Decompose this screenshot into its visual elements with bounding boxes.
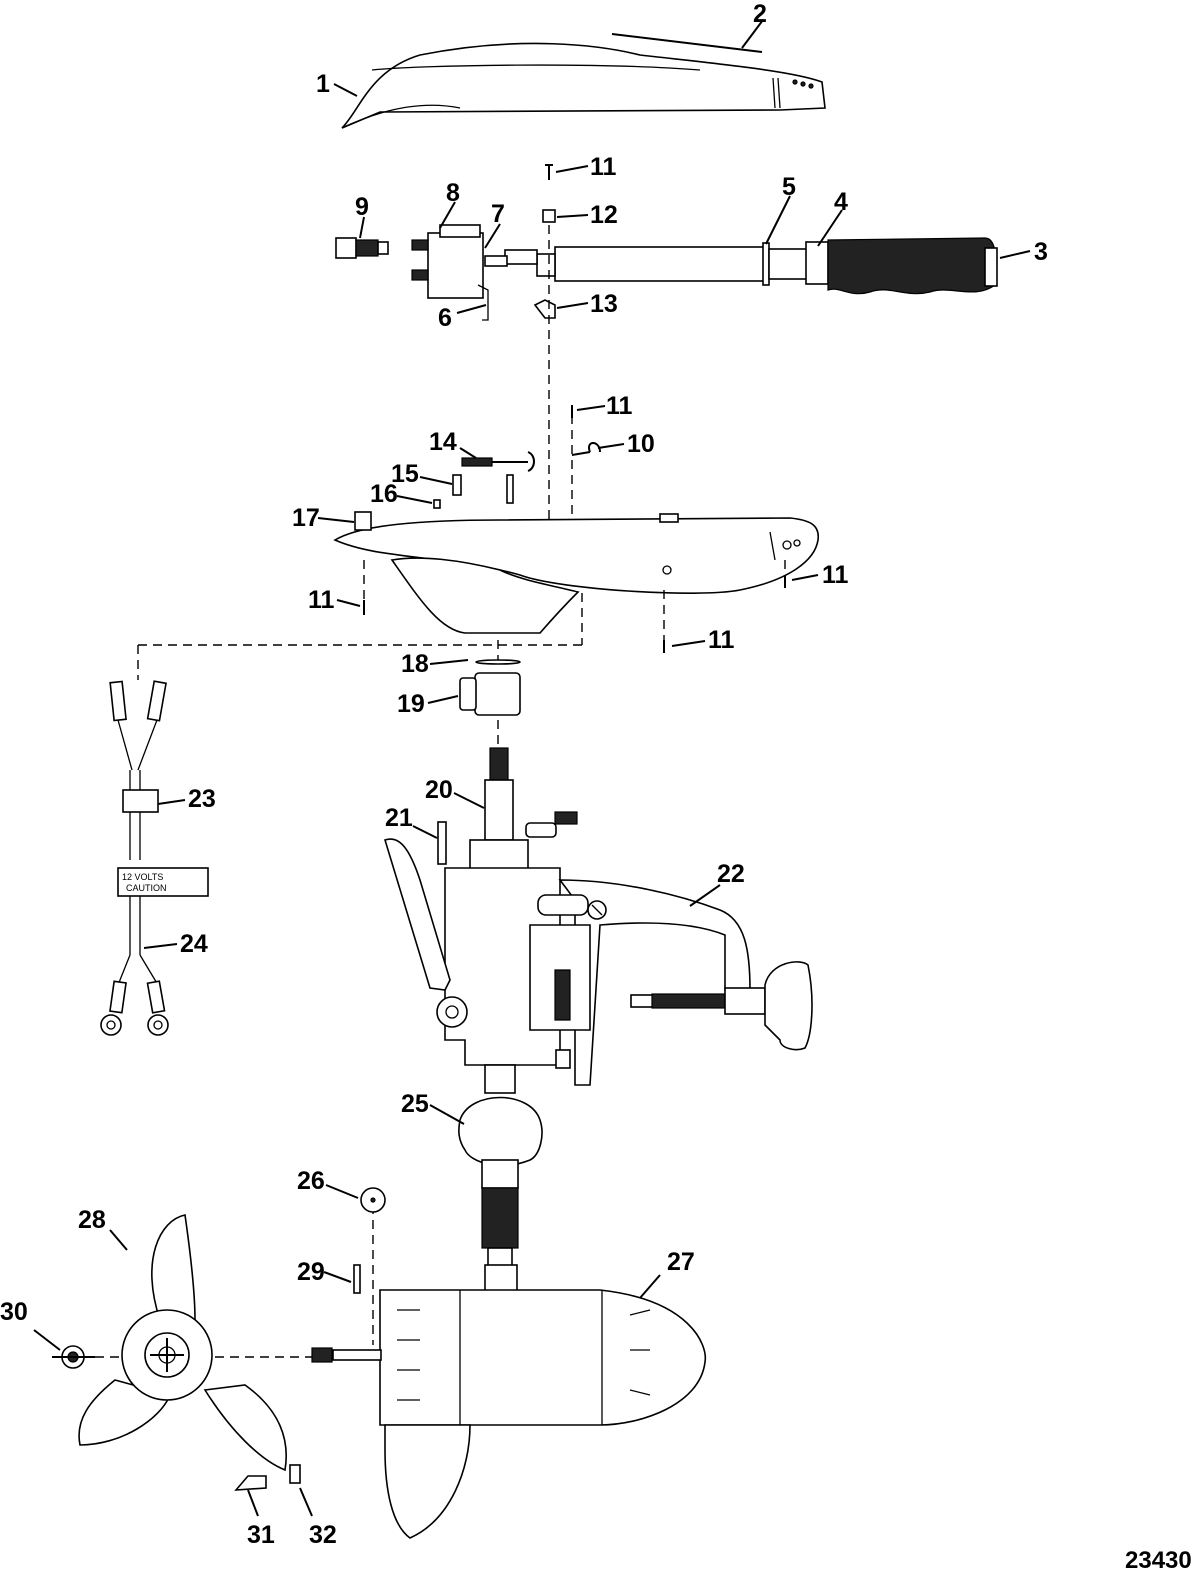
bolt-14-part [461,451,535,472]
washer-18-part [475,659,521,665]
callout-23: 23 [188,785,216,813]
propeller-28-part [78,1214,287,1472]
callout-13: 13 [590,290,618,318]
callout-11-c: 11 [308,586,335,614]
power-cable-part: 12 VOLTS CAUTION [100,680,209,1036]
callout-27: 27 [667,1248,695,1276]
top-cover-part [341,33,826,129]
leader-lines [33,19,1031,1517]
callout-5: 5 [782,173,796,201]
connector-part [335,237,389,259]
callout-16: 16 [370,480,398,508]
switch-part [411,224,489,321]
callout-18: 18 [401,650,429,678]
callout-30: 30 [0,1298,28,1326]
assembly-lines [95,225,786,1358]
collar-19-part [459,672,521,716]
pin-15-part [452,474,462,496]
callout-4: 4 [834,188,848,216]
shaft-joint-25-part [458,1064,543,1271]
screw-11a-part [545,164,553,180]
callout-14: 14 [429,428,457,456]
callout-12: 12 [590,201,618,229]
lower-housing-part [333,511,819,634]
callout-2: 2 [753,0,767,28]
callout-32: 32 [309,1521,337,1549]
figure-number: 23430 [1125,1547,1192,1574]
callout-20: 20 [425,776,453,804]
callout-1: 1 [316,70,330,98]
screw-31-part [234,1475,267,1491]
pin-29-part [353,1264,361,1294]
cap-26-part [360,1187,386,1213]
clip-10-part [571,442,601,456]
callout-6: 6 [438,304,452,332]
callout-17: 17 [292,504,320,532]
cable-label-line1: 12 VOLTS [122,872,163,882]
callout-19: 19 [397,690,425,718]
tiller-handle-part [484,237,998,295]
callout-11-e: 11 [822,561,849,589]
callout-11-b: 11 [606,392,633,420]
callout-10: 10 [627,430,655,458]
callout-labels: 1 2 3 4 5 6 7 8 9 10 11 12 13 11 14 15 1… [0,0,1048,1549]
callout-31: 31 [247,1521,275,1549]
callout-11-d: 11 [708,626,735,654]
cable-label-line2: CAUTION [126,883,167,893]
callout-21: 21 [385,804,413,832]
callout-15: 15 [391,460,419,488]
pin-21-part [437,821,447,865]
mount-bracket-part [384,747,813,1086]
callout-29: 29 [297,1258,325,1286]
motor-27-part [311,1264,707,1539]
callout-11-a: 11 [590,153,617,181]
callout-28: 28 [78,1206,106,1234]
pin-14b-part [506,474,514,504]
callout-24: 24 [180,930,208,958]
callout-22: 22 [717,860,745,888]
callout-26: 26 [297,1167,325,1195]
callout-8: 8 [446,179,460,207]
clip-12-part [542,209,556,223]
callout-7: 7 [491,200,505,228]
callout-25: 25 [401,1090,429,1118]
callout-3: 3 [1034,238,1048,266]
pin-32-part [289,1464,301,1484]
pin-16-part [433,499,441,509]
clip-13-part [533,299,556,319]
callout-9: 9 [355,193,369,221]
nut-30-part [52,1345,95,1369]
